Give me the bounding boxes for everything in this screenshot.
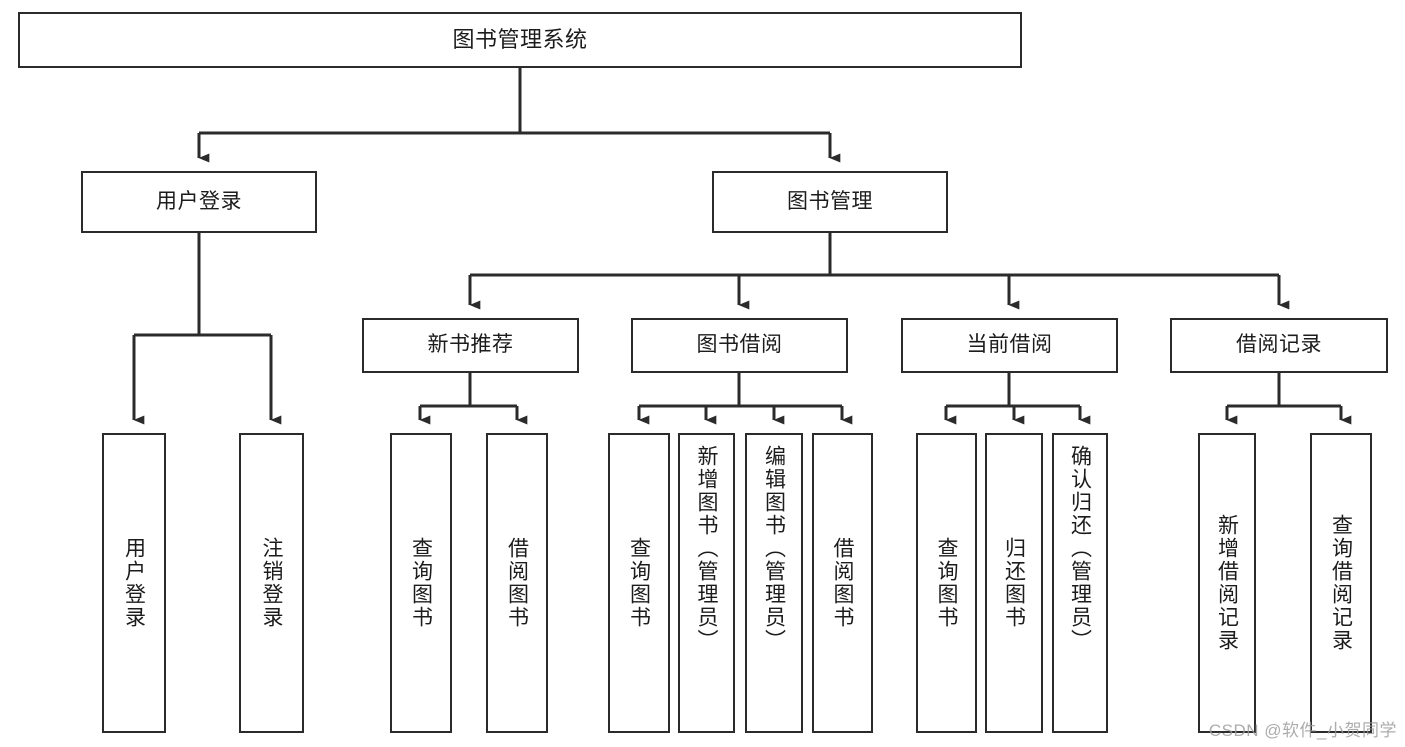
node-user-login[interactable]: 用户登录 [81,171,317,233]
node-leaf-query-book-2[interactable]: 查询图书 [608,433,670,733]
node-label: 查询图书 [935,537,958,629]
node-leaf-logout[interactable]: 注销登录 [239,433,304,733]
node-label: 当前借阅 [966,333,1053,357]
node-label: 借阅记录 [1236,333,1322,357]
node-leaf-query-book-3[interactable]: 查询图书 [916,433,977,733]
node-label: 查询借阅记录 [1329,514,1353,652]
node-leaf-add-borrow-record[interactable]: 新增借阅记录 [1198,433,1256,733]
node-label: 新增图书（管理员） [695,445,718,652]
node-label: 新增借阅记录 [1215,514,1239,652]
node-leaf-edit-book-admin[interactable]: 编辑图书（管理员） [745,433,803,733]
node-label: 查询图书 [409,537,433,629]
node-leaf-user-login[interactable]: 用户登录 [102,433,166,733]
node-leaf-query-borrow-record[interactable]: 查询借阅记录 [1310,433,1372,733]
node-label: 新书推荐 [427,333,514,357]
node-label: 确认归还（管理员） [1068,445,1092,652]
node-label: 图书借阅 [696,333,783,357]
node-root-system[interactable]: 图书管理系统 [18,12,1022,68]
node-label: 借阅图书 [831,537,854,629]
node-label: 借阅图书 [505,537,529,629]
node-book-management[interactable]: 图书管理 [712,171,948,233]
node-book-borrow[interactable]: 图书借阅 [631,318,848,373]
node-leaf-return-book[interactable]: 归还图书 [985,433,1043,733]
node-label: 用户登录 [122,537,146,629]
node-leaf-add-book-admin[interactable]: 新增图书（管理员） [678,433,735,733]
node-label: 用户登录 [156,189,242,213]
node-label: 查询图书 [627,537,651,629]
node-leaf-confirm-return-admin[interactable]: 确认归还（管理员） [1052,433,1108,733]
node-label: 注销登录 [260,537,283,629]
node-new-book-recommend[interactable]: 新书推荐 [362,318,579,373]
node-borrow-record[interactable]: 借阅记录 [1170,318,1388,373]
node-current-borrow[interactable]: 当前借阅 [901,318,1118,373]
node-label: 编辑图书（管理员） [762,445,786,652]
node-label: 图书管理 [787,189,873,213]
node-label: 图书管理系统 [452,27,588,53]
node-leaf-borrow-book-2[interactable]: 借阅图书 [812,433,873,733]
node-leaf-borrow-book-1[interactable]: 借阅图书 [486,433,548,733]
node-leaf-query-book-1[interactable]: 查询图书 [390,433,452,733]
node-label: 归还图书 [1002,537,1026,629]
